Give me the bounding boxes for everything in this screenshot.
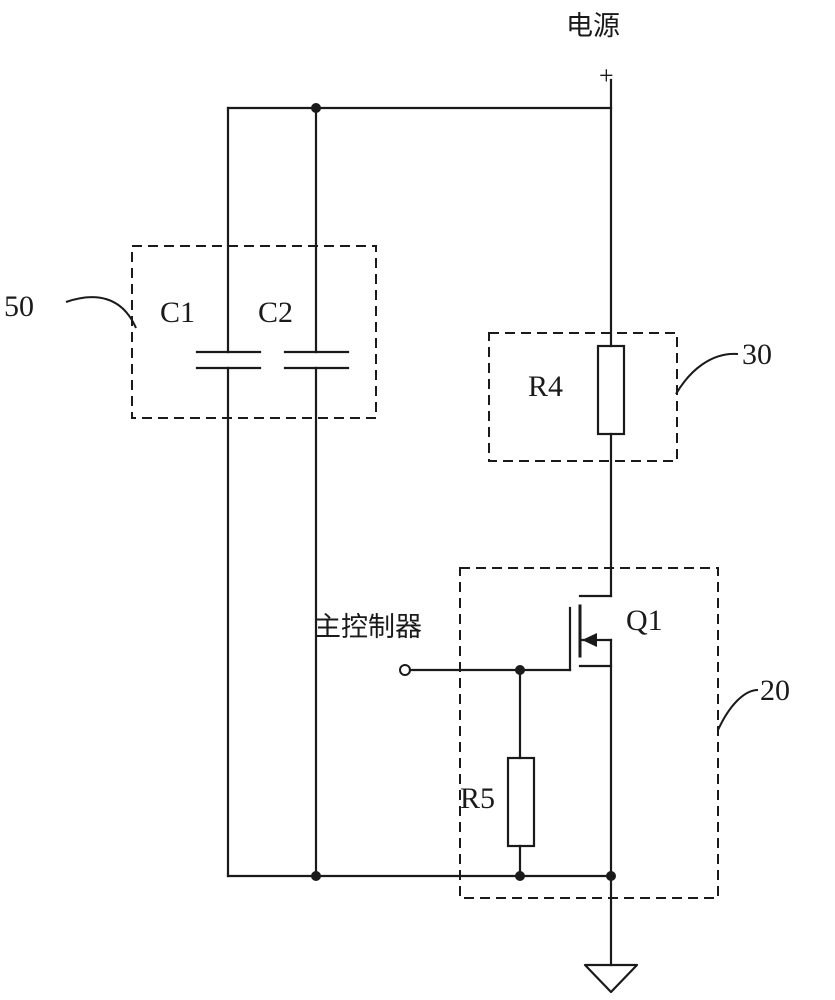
- ground-icon: [583, 963, 639, 994]
- c2-label: C2: [258, 296, 293, 329]
- junction-dot: [606, 871, 616, 881]
- switch-module-box: [459, 567, 719, 899]
- ref-number-30: 30: [742, 338, 772, 371]
- junction-dot: [311, 871, 321, 881]
- top-rail-wire: [226, 78, 613, 110]
- power-label: 电源: [566, 11, 620, 42]
- q1-body-arrow-icon: [582, 633, 597, 647]
- c1-label: C1: [160, 296, 195, 329]
- junction-dot: [515, 665, 525, 675]
- junction-dot: [311, 103, 321, 113]
- junction-dot: [515, 871, 525, 881]
- ref-number-50: 50: [4, 290, 34, 323]
- resistor-module-box: [488, 332, 678, 462]
- leader-line-30: [675, 352, 739, 395]
- r5-label: R5: [460, 782, 495, 815]
- leader-line-20: [717, 689, 759, 731]
- r4-label: R4: [528, 370, 563, 403]
- leader-line-50: [65, 296, 137, 329]
- controller-input-terminal: [399, 664, 411, 676]
- q1-drain-source-leads: [578, 594, 613, 668]
- capacitor-module-box: [131, 245, 377, 419]
- r4-resistor-body: [596, 344, 626, 436]
- q1-label: Q1: [626, 604, 663, 637]
- ref-number-20: 20: [760, 674, 790, 707]
- r5-resistor-body: [506, 756, 536, 848]
- main-controller-label: 主控制器: [314, 612, 422, 643]
